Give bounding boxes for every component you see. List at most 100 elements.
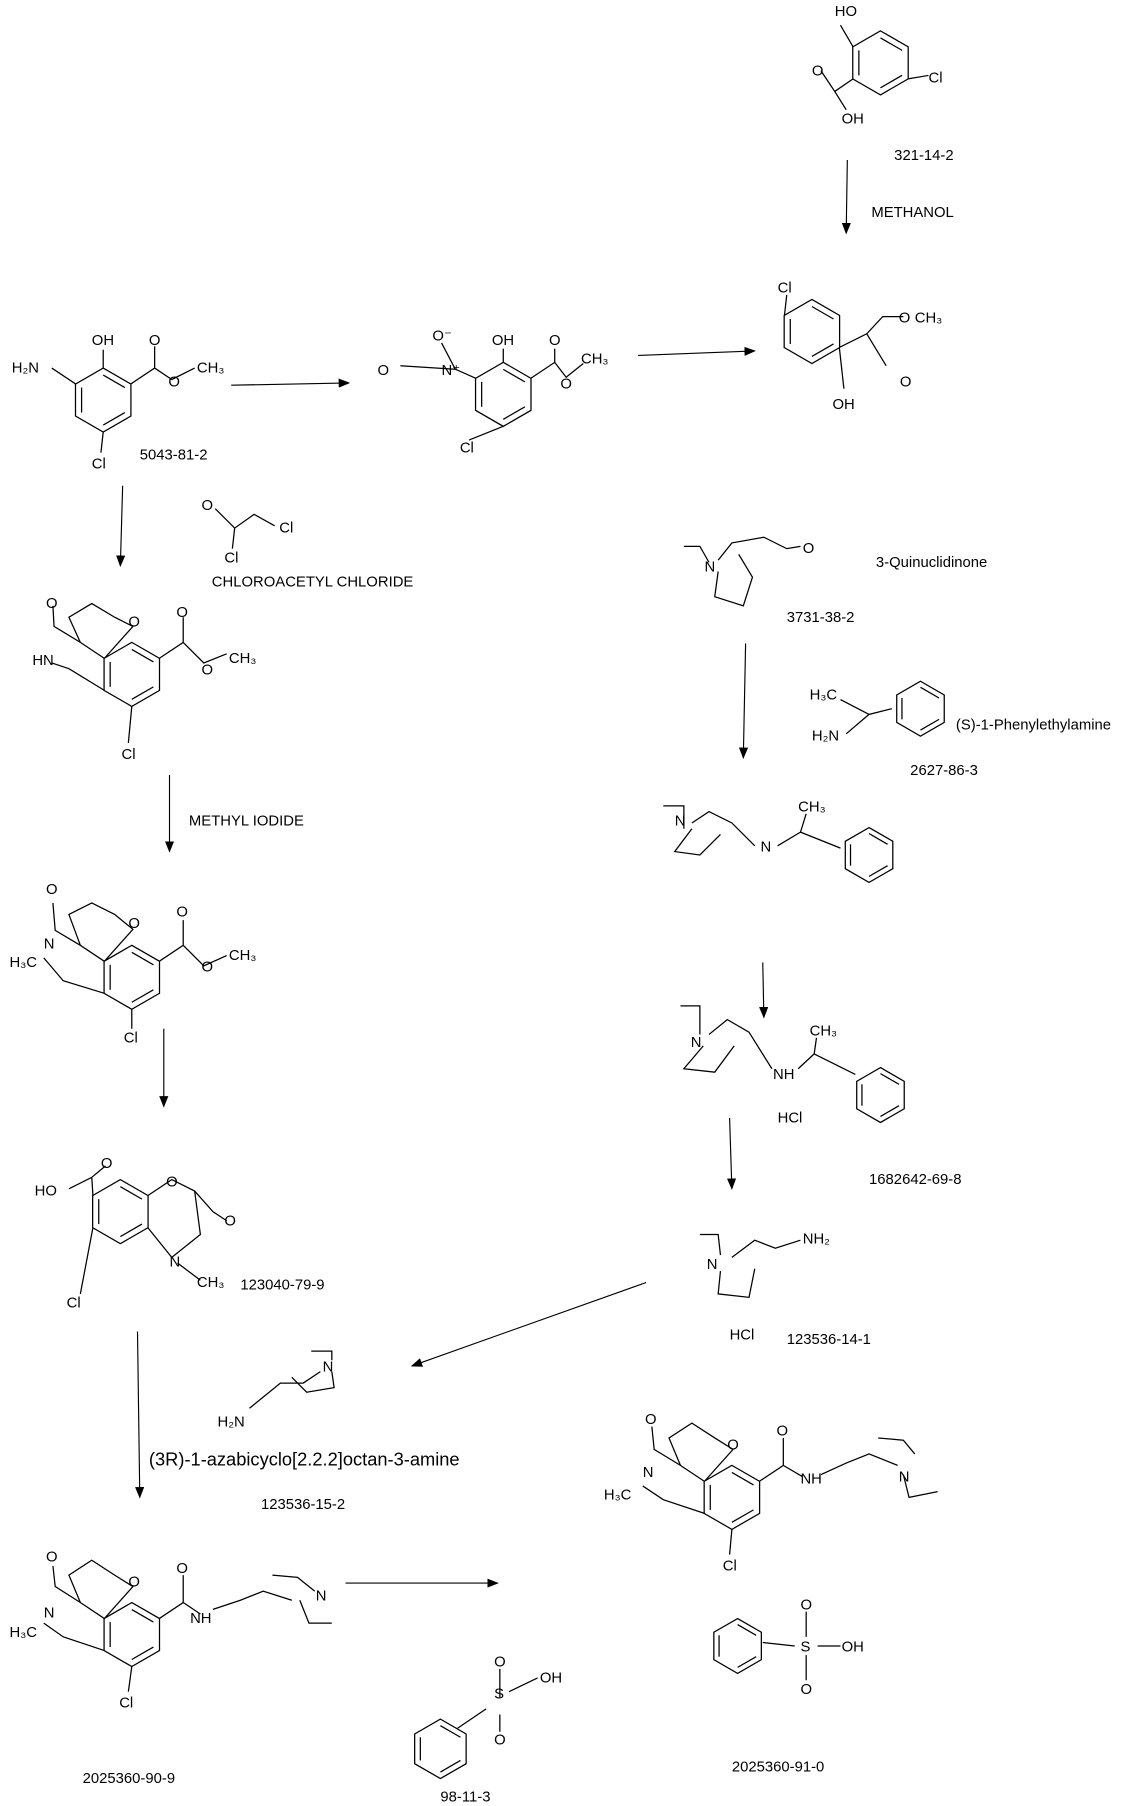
atom-label: HN	[32, 653, 53, 669]
atom-label: HO	[35, 1184, 57, 1200]
double-bond	[131, 648, 154, 663]
atom-label: O	[645, 1412, 657, 1428]
atom-label: O	[149, 333, 161, 349]
atom-label: N	[675, 813, 686, 829]
atom-label: O	[202, 662, 214, 678]
double-bond	[131, 951, 154, 966]
atom-label: O	[776, 1424, 788, 1440]
atom-label: NH	[190, 1611, 211, 1627]
atom-label: H₃C	[810, 688, 838, 704]
atom-label: Cl	[122, 747, 136, 763]
double-bond	[811, 343, 834, 357]
atom-label: O	[176, 605, 188, 621]
benzene-ring	[896, 680, 945, 737]
atom-label: O	[812, 63, 824, 79]
cas-label: 123536-15-2	[261, 1497, 345, 1513]
atom-label: O	[494, 1655, 506, 1671]
double-bond	[868, 865, 888, 877]
atom-label: O	[168, 374, 180, 390]
atom-label: N	[44, 937, 55, 953]
atom-label: N	[899, 1469, 910, 1485]
compound-name: (S)-1-Phenylethylamine	[956, 717, 1111, 733]
double-bond	[131, 989, 154, 1003]
arrow-chloroacetyl	[116, 485, 126, 567]
benzene-ring	[844, 826, 894, 884]
compound-name: 3-Quinuclidinone	[876, 555, 987, 571]
double-bond	[731, 1509, 754, 1523]
arrow-deprotect	[726, 1117, 737, 1190]
arrow-reduction	[759, 962, 769, 1019]
double-bond	[120, 1186, 143, 1200]
benzene-ring	[92, 1178, 149, 1245]
atom-label: H₂N	[12, 361, 39, 377]
benzene-ring	[474, 361, 532, 428]
atom-label: O	[176, 905, 188, 921]
reagent-label: CHLOROACETYL CHLORIDE	[212, 574, 414, 590]
cas-label: 2025360-91-0	[732, 1760, 824, 1776]
atom-label: N	[704, 560, 715, 576]
double-bond	[131, 686, 154, 700]
atom-label: CH₃	[581, 351, 608, 367]
benzene-rings	[74, 30, 945, 1780]
arrow-enantiomer	[410, 1281, 647, 1367]
atom-label: O	[494, 1732, 506, 1748]
atom-label: O⁻	[432, 329, 451, 345]
atom-label: Cl	[723, 1559, 737, 1575]
atom-label: O	[800, 1682, 812, 1698]
atom-label: O	[803, 541, 815, 557]
atom-label: CH₃	[229, 948, 256, 964]
double-bond	[737, 1656, 757, 1668]
atom-label: O	[101, 1156, 113, 1172]
atom-label: N	[760, 840, 771, 856]
double-bond	[131, 1609, 154, 1623]
arrow-coupling	[135, 1331, 145, 1499]
double-bond	[880, 74, 903, 89]
atom-label: N	[323, 1360, 334, 1376]
atom-label: O	[800, 1597, 812, 1613]
cas-label: 123040-79-9	[240, 1277, 324, 1293]
atom-label: NH	[800, 1472, 821, 1488]
atom-label: OH	[832, 397, 854, 413]
double-bond	[731, 1471, 754, 1486]
double-bond	[880, 1073, 900, 1085]
atom-label: H₃C	[9, 955, 37, 971]
atom-label: Cl	[119, 1696, 133, 1712]
labels: HO O OH Cl 321-14-2 METHANOL Cl O CH₃ O …	[9, 4, 1111, 1805]
atom-label: S	[800, 1640, 810, 1656]
atom-label: O	[176, 1561, 188, 1577]
atom-label: H₂N	[812, 729, 839, 745]
benzene-ring	[74, 367, 132, 433]
cas-label: 3731-38-2	[787, 610, 855, 626]
atom-label: CH₃	[197, 361, 224, 377]
double-bond	[868, 833, 888, 845]
atom-label: Cl	[778, 281, 792, 297]
benzene-ring	[783, 298, 841, 365]
double-bond	[120, 1223, 143, 1238]
benzene-ring	[103, 1601, 161, 1668]
atom-label: OH	[842, 1640, 864, 1656]
benzene-ring	[103, 944, 161, 1011]
atom-label: N	[44, 1605, 55, 1621]
cas-label: 2025360-90-9	[83, 1771, 175, 1787]
atom-label: O	[46, 1549, 58, 1565]
atom-label: O	[202, 960, 214, 976]
atom-label: NH₂	[803, 1232, 830, 1248]
atom-label: Cl	[92, 457, 106, 473]
atom-label: N	[643, 1465, 654, 1481]
atom-label: HCl	[730, 1328, 755, 1344]
cas-label: 98-11-3	[440, 1789, 490, 1805]
atom-label: CH₃	[229, 651, 256, 667]
benzene-ring	[103, 641, 161, 708]
atom-label: O	[128, 614, 140, 630]
arrow-methanol	[841, 160, 851, 235]
atom-label: O	[128, 1575, 140, 1591]
atom-label: Cl	[928, 70, 942, 86]
double-bond	[811, 305, 834, 320]
cas-label: 321-14-2	[894, 148, 953, 164]
atom-label: O	[46, 596, 58, 612]
benzene-ring	[414, 1718, 467, 1780]
atom-label: N	[691, 1035, 702, 1051]
atom-label: S	[494, 1687, 504, 1703]
atom-label: Cl	[224, 550, 238, 566]
